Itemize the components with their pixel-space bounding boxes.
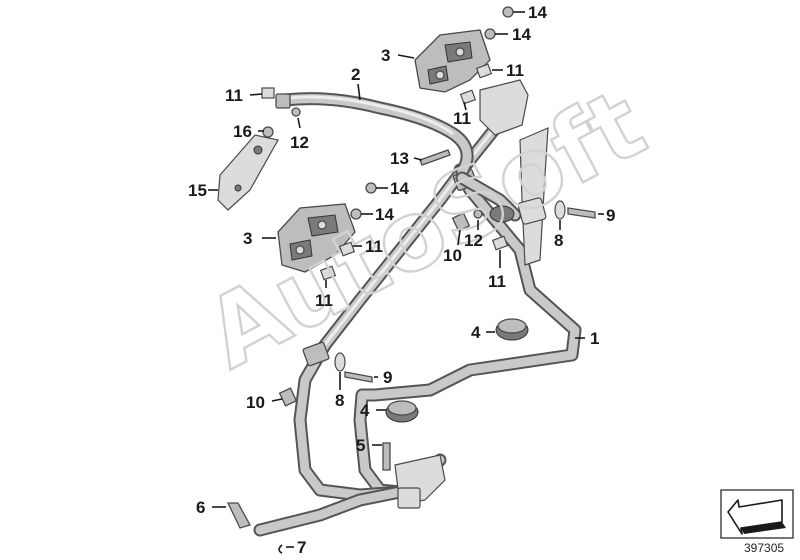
- diagram-number: 397305: [744, 541, 784, 555]
- callout-11: 11: [225, 86, 243, 105]
- mount-bracket-upper: [414, 29, 491, 93]
- callout-12: 12: [464, 231, 483, 250]
- callout-4: 4: [360, 401, 370, 420]
- callout-13: 13: [390, 149, 409, 168]
- callout-14: 14: [528, 3, 547, 22]
- rubber-buffer-lower: [385, 400, 419, 423]
- callout-11: 11: [453, 109, 471, 128]
- side-bar: [455, 171, 547, 225]
- orientation-arrow-icon: [727, 499, 783, 535]
- upper-crossbar: [275, 92, 474, 179]
- callout-11: 11: [365, 237, 383, 256]
- callout-3: 3: [381, 46, 390, 65]
- callout-6: 6: [196, 498, 205, 517]
- callout-10: 10: [443, 246, 462, 265]
- callout-9: 9: [606, 206, 615, 225]
- callout-9: 9: [383, 368, 392, 387]
- callout-12: 12: [290, 133, 309, 152]
- cover-plate: [217, 126, 279, 211]
- rubber-buffer-upper: [495, 318, 529, 341]
- callout-14: 14: [375, 205, 394, 224]
- callout-16: 16: [233, 122, 252, 141]
- callout-4: 4: [471, 323, 481, 342]
- callout-2: 2: [351, 65, 360, 84]
- callout-8: 8: [554, 231, 563, 250]
- callout-5: 5: [356, 436, 365, 455]
- callout-labels: 14 14 3 2 11 11 11 16 12 13 15 14 14 3 1…: [188, 3, 615, 557]
- callout-15: 15: [188, 181, 207, 200]
- callout-3: 3: [243, 229, 252, 248]
- callout-11: 11: [315, 291, 333, 310]
- leader-lines: [208, 11, 604, 548]
- orientation-arrow-box: [720, 489, 794, 539]
- mount-bracket-lower: [277, 203, 356, 273]
- callout-14: 14: [512, 25, 531, 44]
- callout-1: 1: [590, 329, 599, 348]
- callout-14: 14: [390, 179, 409, 198]
- callout-7: 7: [297, 538, 306, 557]
- callout-8: 8: [335, 391, 344, 410]
- main-frame-tube: [253, 79, 582, 537]
- callout-11: 11: [488, 272, 506, 291]
- fasteners: [226, 6, 596, 554]
- callout-10: 10: [246, 393, 265, 412]
- callout-11: 11: [506, 61, 524, 80]
